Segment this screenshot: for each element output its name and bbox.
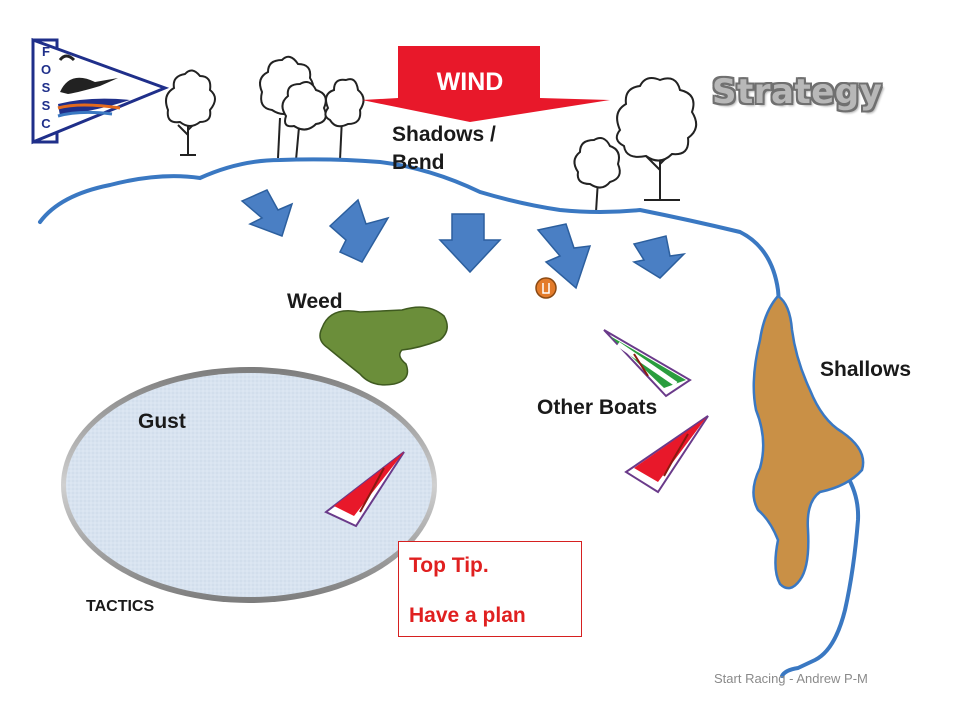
other-boats-label: Other Boats bbox=[537, 396, 658, 419]
logo-letter: C bbox=[41, 116, 51, 131]
weed-label: Weed bbox=[287, 290, 343, 313]
top-tip-box: Top Tip. Have a plan bbox=[398, 541, 582, 637]
logo-letter: S bbox=[41, 80, 51, 95]
top-tip-text: Have a plan bbox=[409, 604, 526, 627]
tree-icon bbox=[324, 78, 365, 161]
mark-buoy-icon bbox=[535, 277, 557, 299]
wind-label: WIND bbox=[436, 68, 504, 96]
logo-letter: O bbox=[40, 62, 52, 77]
river-bank bbox=[38, 157, 861, 678]
tree-icon bbox=[573, 137, 621, 213]
shadows-bend-label: Shadows / Bend bbox=[392, 123, 496, 174]
boat-icon bbox=[624, 415, 709, 494]
boat-icon bbox=[324, 451, 405, 528]
club-burgee-icon bbox=[31, 37, 170, 145]
gust-arrow-icon bbox=[240, 189, 687, 290]
tree-icon bbox=[615, 77, 698, 201]
shallows-area bbox=[752, 294, 865, 590]
shallows-label: Shallows bbox=[820, 358, 912, 381]
tree-icon bbox=[165, 69, 216, 156]
logo-letter: S bbox=[41, 98, 51, 113]
footer-credit: Start Racing - Andrew P-M bbox=[714, 671, 868, 686]
boat-icon bbox=[603, 329, 692, 398]
gust-area bbox=[61, 367, 437, 603]
gust-label: Gust bbox=[138, 410, 186, 433]
weed-patch bbox=[319, 306, 448, 386]
tactics-label: TACTICS bbox=[86, 598, 155, 615]
logo-letter: F bbox=[42, 44, 50, 59]
top-tip-heading: Top Tip. bbox=[409, 554, 489, 577]
tree-icon bbox=[281, 81, 327, 161]
page-title: Strategy bbox=[712, 72, 883, 112]
wind-arrow-icon bbox=[362, 46, 610, 122]
